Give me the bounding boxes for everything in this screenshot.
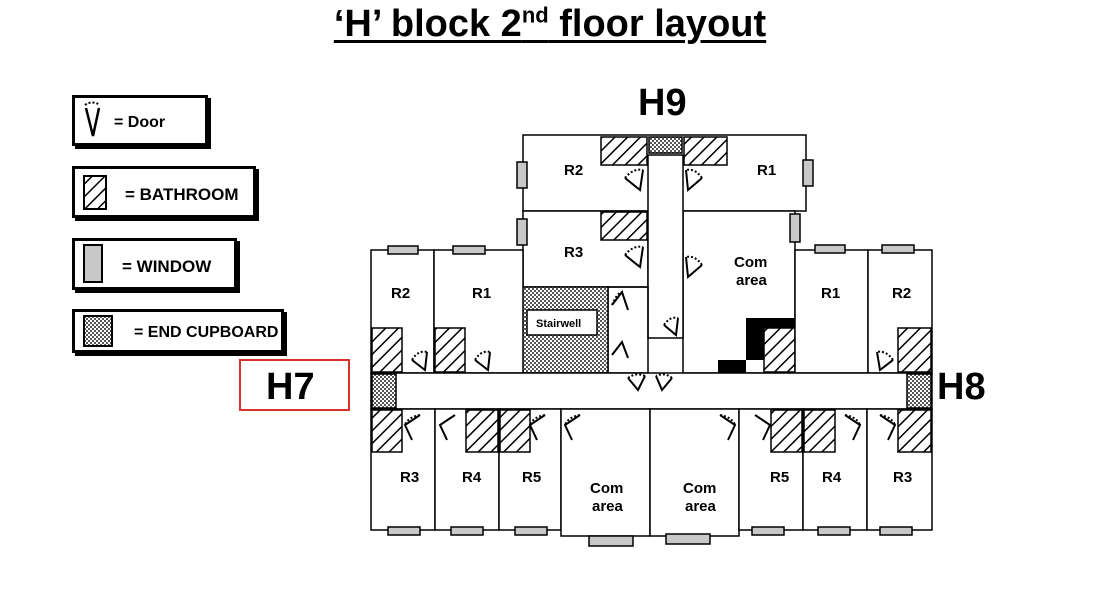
room-h7-r2: R2 <box>391 285 410 302</box>
grey-rectangle-icon <box>83 244 103 283</box>
block-label-h8: H8 <box>937 366 986 408</box>
room-h9-r3: R3 <box>564 244 583 261</box>
legend-door <box>72 95 208 146</box>
room-h8-com-1: Com <box>683 480 716 497</box>
windows <box>387 159 915 547</box>
bathrooms-main <box>371 327 932 453</box>
room-labels: R2 R1 R3 Com area Stairwell R2 R1 R1 R2 … <box>391 162 912 515</box>
room-h9-r2: R2 <box>564 162 583 179</box>
end-cupboard-h9 <box>648 136 683 154</box>
room-h9-com-1: Com <box>734 254 767 271</box>
legend-cupboard-label: = END CUPBOARD <box>134 324 279 341</box>
block-label-h7: H7 <box>266 366 315 408</box>
room-h7-r4: R4 <box>462 469 482 486</box>
room-h8-r3: R3 <box>893 469 912 486</box>
legend-door-label: = Door <box>114 114 166 131</box>
door-swings <box>403 168 897 441</box>
stairwell-label: Stairwell <box>536 318 581 330</box>
com-area-wall <box>718 318 796 373</box>
room-h7-r1: R1 <box>472 285 491 302</box>
legend-bathroom-label: = BATHROOM <box>125 185 239 204</box>
bathroom-h9-r1 <box>683 136 728 166</box>
title-superscript: nd <box>521 2 549 27</box>
block-h7-highlight <box>239 359 350 411</box>
bathroom-com-h9 <box>763 327 796 373</box>
room-h8-r1: R1 <box>821 285 840 302</box>
title-text-suffix: floor layout <box>548 2 767 45</box>
room-h9-com-2: area <box>736 272 768 289</box>
room-h7-com-1: Com <box>590 480 623 497</box>
stairwell-label-box <box>526 309 598 336</box>
door-arc-icon <box>84 101 101 137</box>
room-h7-com-2: area <box>592 498 624 515</box>
hatched-square-icon <box>83 175 107 210</box>
page-title: ‘H’ block 2nd floor layout <box>0 2 1100 46</box>
checkered-square-icon <box>83 315 113 347</box>
room-h8-com-2: area <box>685 498 717 515</box>
block-label-h9: H9 <box>638 82 687 124</box>
bathroom-h9-r3 <box>600 211 648 241</box>
room-h7-r5: R5 <box>522 469 541 486</box>
legend-window-label: = WINDOW <box>122 257 212 276</box>
end-cupboard-h7 <box>371 373 397 409</box>
room-h8-r4: R4 <box>822 469 842 486</box>
room-h8-r5: R5 <box>770 469 789 486</box>
bathroom-h9-r2 <box>600 136 648 166</box>
end-cupboard-h8 <box>906 373 932 409</box>
title-text: ‘H’ block 2 <box>333 2 522 45</box>
room-h7-r3: R3 <box>400 469 419 486</box>
room-h8-r2: R2 <box>892 285 911 302</box>
room-h9-r1: R1 <box>757 162 776 179</box>
